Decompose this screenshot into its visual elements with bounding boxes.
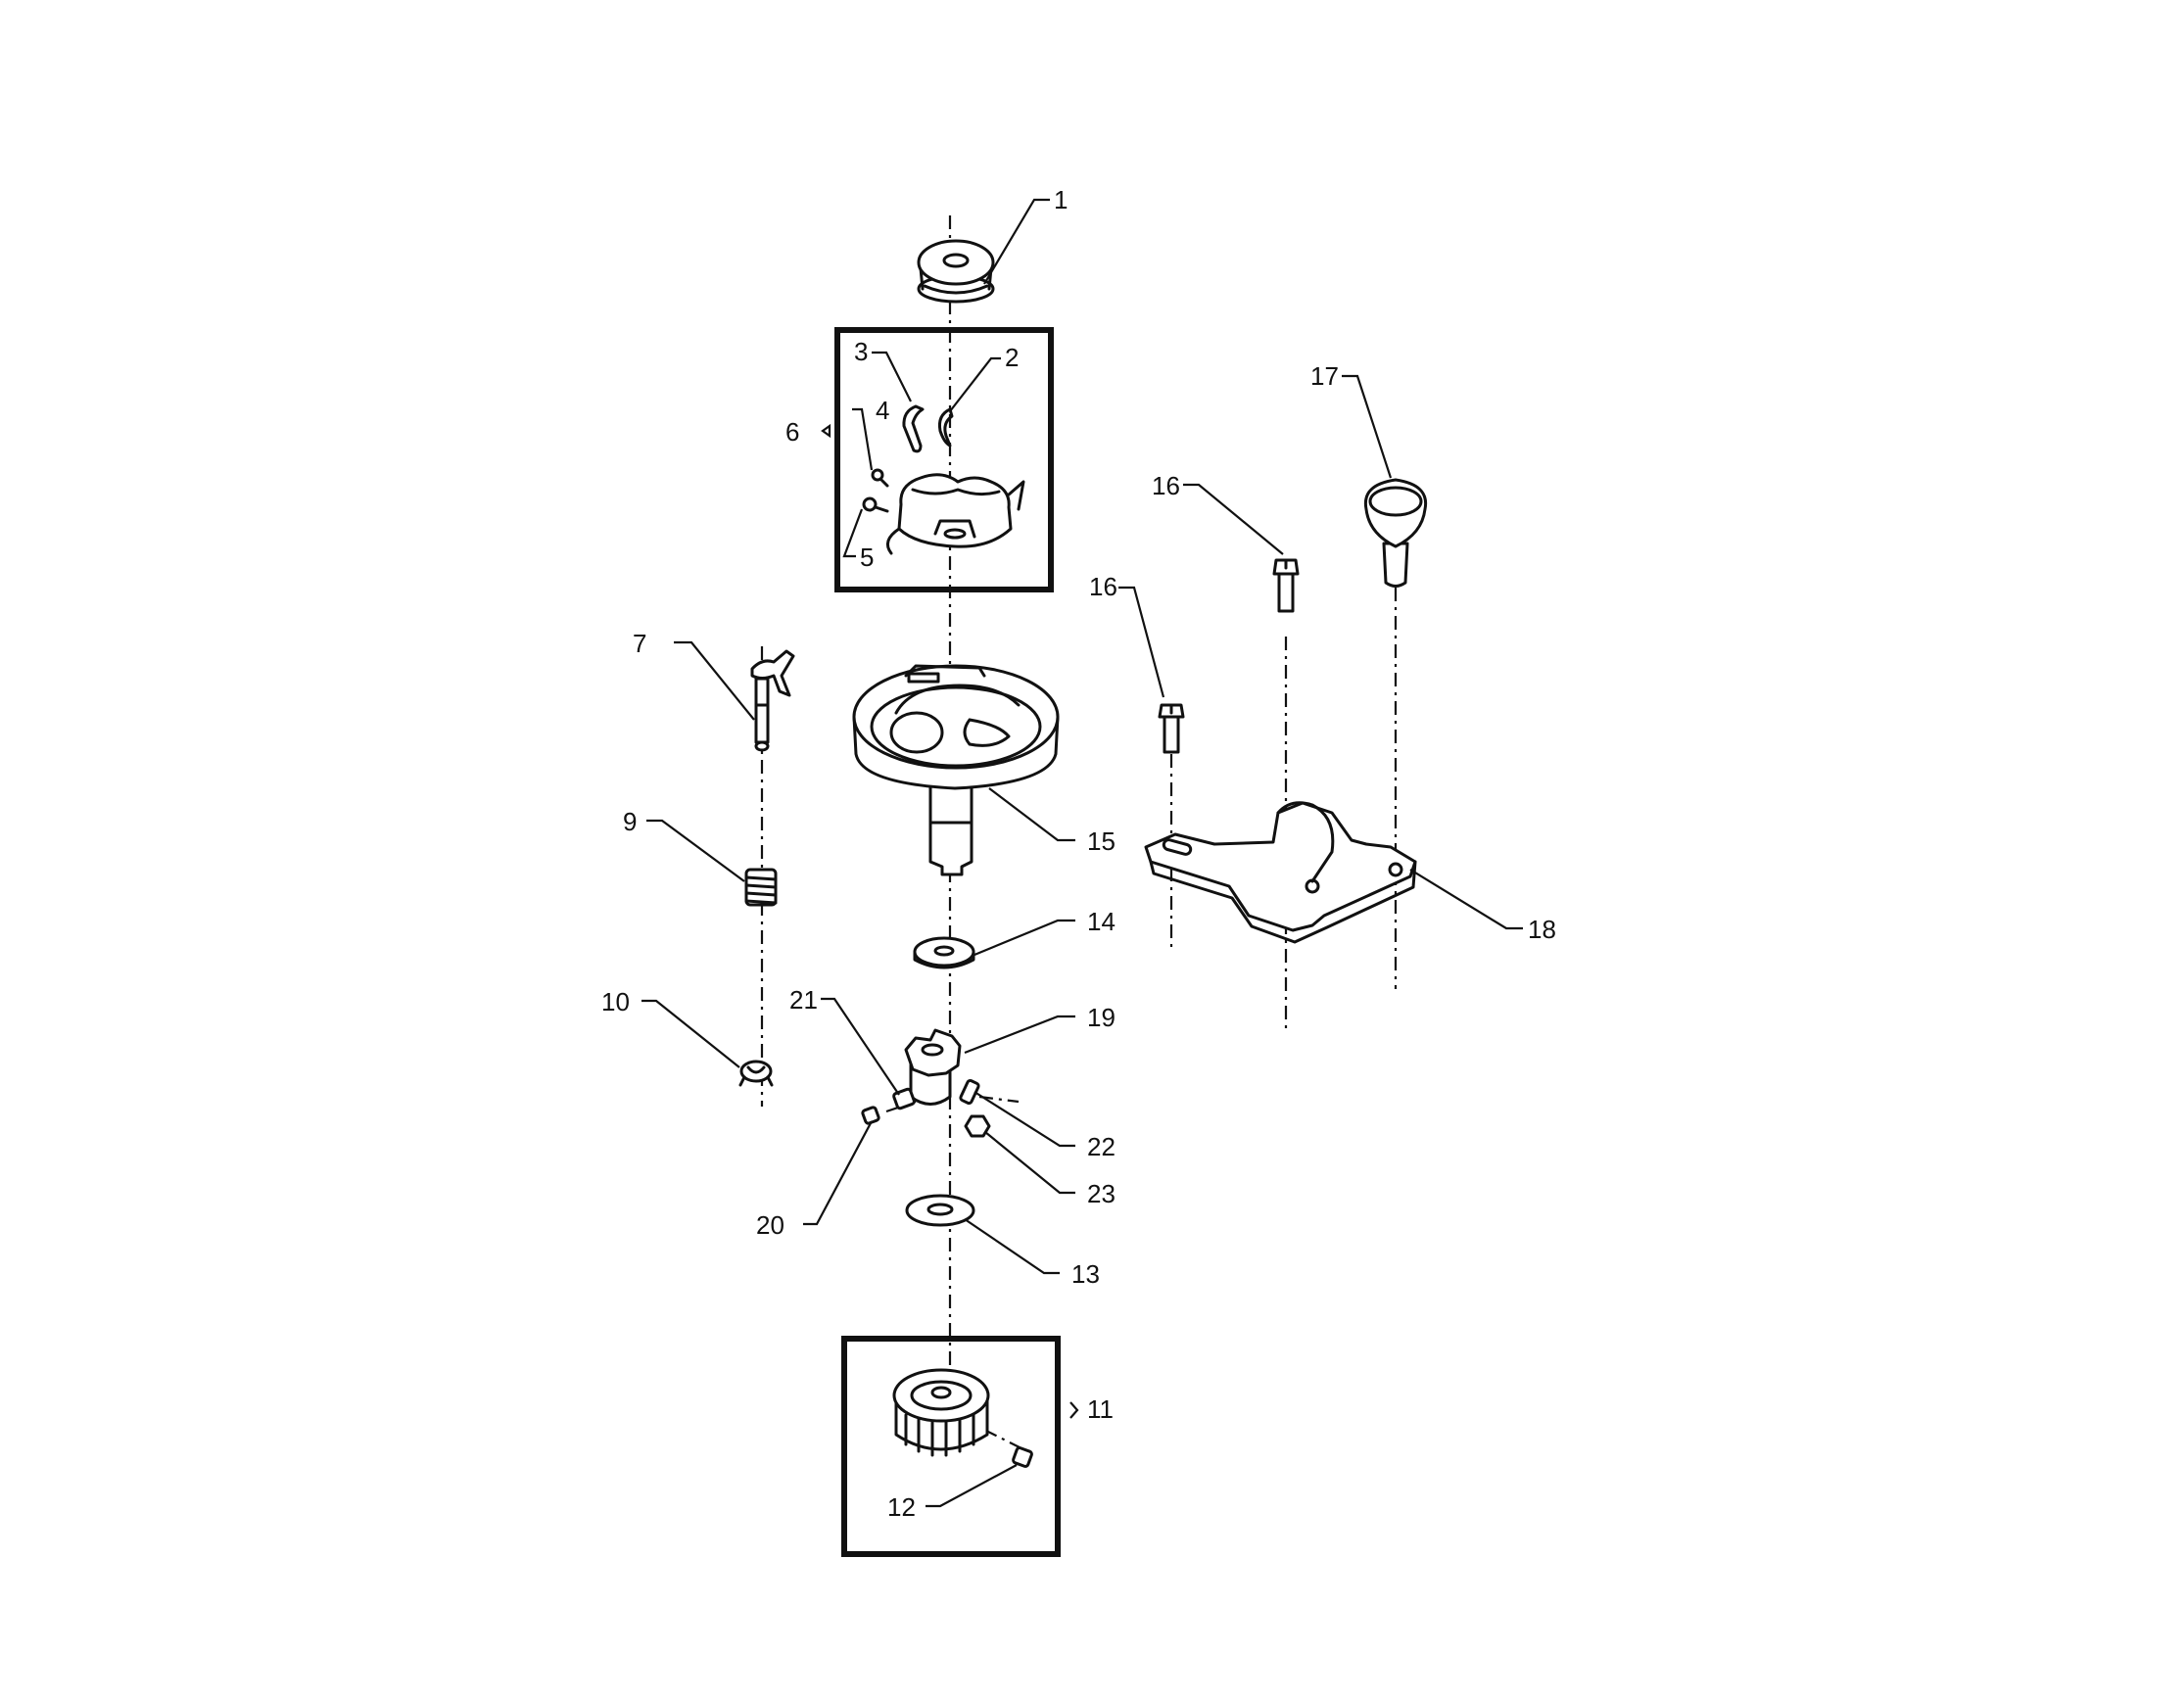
- callout-2: 2: [1005, 343, 1019, 372]
- callout-6: 6: [785, 417, 799, 447]
- callout-21: 21: [789, 985, 818, 1015]
- leader-19: [964, 1015, 1075, 1055]
- leader-1: [983, 198, 1050, 285]
- leader-11-brace: [1069, 1401, 1079, 1419]
- callout-16-right: 16: [1152, 471, 1180, 500]
- leader-18: [1409, 869, 1523, 930]
- set-screw-axis-left: [885, 1100, 917, 1113]
- part-17-knob: [1363, 478, 1428, 588]
- callout-18: 18: [1528, 915, 1556, 944]
- leader-12: [926, 1464, 1018, 1508]
- part-1-bobbin: [917, 239, 995, 304]
- callout-9: 9: [623, 807, 637, 836]
- set-screw-axis-right: [978, 1095, 1020, 1104]
- part-9-spring: [744, 868, 778, 907]
- callout-13: 13: [1071, 1259, 1100, 1289]
- part-2-spring: [938, 407, 954, 448]
- callout-15: 15: [1087, 826, 1116, 856]
- part-19-collar: [904, 1028, 962, 1106]
- leader-15: [988, 787, 1075, 842]
- part-13-washer: [905, 1194, 975, 1227]
- callout-17: 17: [1310, 361, 1339, 391]
- leader-4: [852, 407, 874, 471]
- leader-17: [1342, 374, 1393, 479]
- callout-3: 3: [854, 337, 868, 366]
- callout-11: 11: [1087, 1394, 1114, 1424]
- part-23-nut: [964, 1114, 991, 1138]
- leader-13: [964, 1218, 1060, 1275]
- leader-6-brace: [821, 423, 831, 439]
- leader-9: [646, 819, 745, 882]
- part-4-screw: [871, 468, 889, 488]
- part-5-screw: [862, 496, 889, 513]
- callout-14: 14: [1087, 907, 1116, 936]
- part-7-pin: [750, 649, 795, 752]
- part-22-pin: [959, 1078, 980, 1106]
- part-12-set-screw: [1012, 1446, 1033, 1468]
- callout-1: 1: [1054, 185, 1068, 214]
- callout-16-left: 16: [1089, 572, 1117, 601]
- callout-5: 5: [860, 543, 874, 572]
- leader-21: [821, 997, 900, 1096]
- leader-16b: [1183, 483, 1284, 555]
- callout-19: 19: [1087, 1003, 1116, 1032]
- leader-3: [872, 351, 912, 402]
- part-3-spring: [902, 404, 925, 453]
- leader-7: [674, 640, 755, 721]
- leader-22: [973, 1091, 1075, 1148]
- part-16-screw-right: [1272, 558, 1300, 613]
- pulley-screw-axis: [983, 1429, 1024, 1450]
- callout-4: 4: [876, 396, 889, 425]
- callout-12: 12: [887, 1492, 916, 1522]
- leader-10: [641, 999, 740, 1068]
- part-14-washer: [913, 936, 975, 969]
- part-11-pulley: [892, 1368, 990, 1457]
- callout-10: 10: [601, 987, 630, 1016]
- part-20-set-screw: [861, 1106, 880, 1125]
- leader-2: [949, 356, 1001, 412]
- bobbin-case-assembly-box: [834, 327, 1054, 592]
- callout-22: 22: [1087, 1132, 1116, 1161]
- pulley-assembly-box: [841, 1336, 1061, 1557]
- leader-23: [984, 1131, 1075, 1195]
- leader-lines: [641, 198, 1523, 1508]
- leader-16a: [1118, 586, 1165, 698]
- leader-5: [842, 508, 864, 558]
- leader-20: [803, 1120, 873, 1226]
- part-6-bobbin-case: [862, 404, 1025, 555]
- part-10-e-ring: [738, 1060, 774, 1087]
- part-15-rotary-hook: [852, 664, 1060, 876]
- leader-14: [973, 919, 1075, 957]
- part-16-screw-left: [1158, 703, 1185, 754]
- callout-23: 23: [1087, 1179, 1116, 1208]
- callout-20: 20: [756, 1210, 784, 1240]
- part-18-bracket: [1144, 801, 1417, 944]
- callout-labels: 1 2 3 4 5 6 7 9 10 11 12 13 14 15 16 16 …: [601, 185, 1556, 1522]
- callout-7: 7: [633, 629, 646, 658]
